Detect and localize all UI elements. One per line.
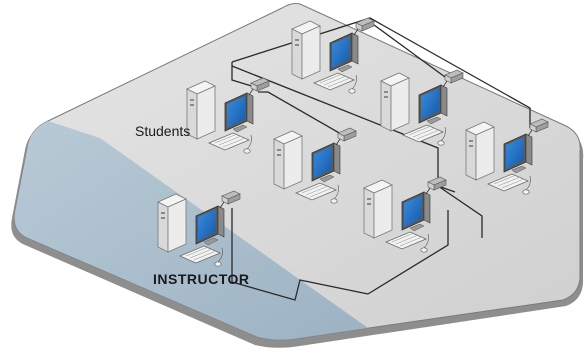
instructor-label: INSTRUCTOR [153, 271, 250, 287]
students-label: Students [135, 123, 191, 139]
instructor-zone [14, 121, 369, 340]
